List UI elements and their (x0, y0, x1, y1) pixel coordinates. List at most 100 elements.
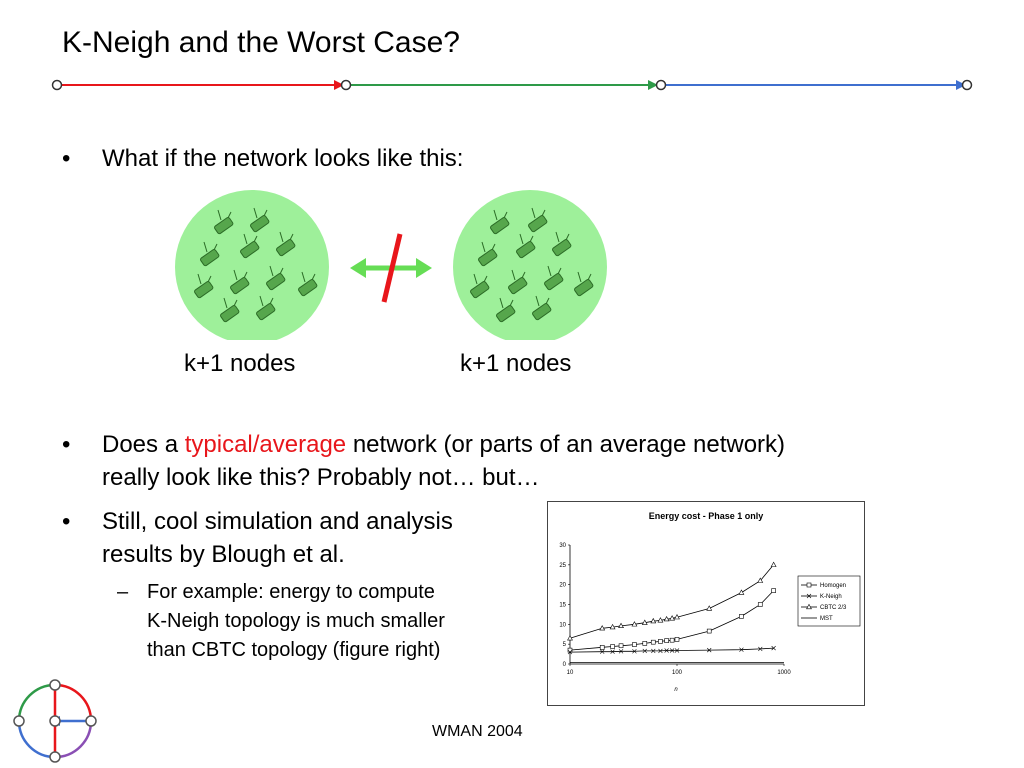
clusters-diagram (175, 190, 607, 340)
logo-node (49, 751, 61, 763)
chart-point (650, 639, 656, 645)
chart-point (631, 621, 638, 627)
header-node (961, 79, 973, 91)
chart-point (669, 615, 676, 621)
arrowhead-red (334, 80, 344, 90)
chart-point (757, 602, 763, 607)
chart-point (806, 593, 812, 599)
chart-point (618, 622, 624, 629)
chart-point (758, 646, 763, 652)
chart-x-tick-label: 10 (567, 670, 574, 676)
chart-y-tick-label: 15 (559, 603, 566, 609)
logo-arc-blue (17, 720, 56, 759)
chart-point (599, 645, 605, 650)
chart-title: Energy cost - Phase 1 only (649, 511, 764, 521)
chart-point (657, 617, 664, 623)
chart-point (663, 615, 670, 622)
chart-point (651, 648, 656, 654)
bullet-marker: • (62, 508, 71, 535)
cluster-right (453, 190, 607, 340)
not-equal-slash-icon (381, 233, 403, 303)
chart-point (771, 645, 776, 651)
logo-node (13, 715, 25, 727)
slide-title: K-Neigh and the Worst Case? (62, 26, 460, 59)
arrowhead-green (648, 80, 658, 90)
sub-bullet-line-1: For example: energy to compute (147, 581, 435, 603)
chart-point (658, 648, 663, 654)
chart-legend-label: MST (820, 616, 833, 622)
sub-bullet-line-2: K-Neigh topology is much smaller (147, 610, 445, 632)
chart-point (669, 648, 675, 653)
chart-point (739, 614, 744, 619)
highlight-typical-average: typical/average (184, 431, 347, 458)
cluster-right-label: k+1 nodes (460, 350, 572, 377)
chart-point (641, 619, 648, 625)
chart-legend-label: CBTC 2/3 (820, 605, 847, 611)
header-divider (51, 79, 973, 91)
chart-x-tick-label: 1000 (777, 670, 791, 676)
chart-x-axis-label: n (674, 687, 678, 693)
chart-point (599, 649, 605, 654)
bullet-1-text: What if the network looks like this: (102, 145, 464, 172)
chart-y-tick-label: 0 (563, 662, 567, 668)
bullet-3-line-2: results by Blough et al. (102, 541, 345, 568)
sub-bullet-line-3: than CBTC topology (figure right) (147, 639, 441, 661)
chart-point (642, 648, 648, 654)
header-node (340, 79, 352, 91)
chart-point (567, 649, 573, 655)
wman-logo (13, 679, 97, 763)
chart-x-tick-label: 100 (672, 670, 683, 676)
chart-point (610, 644, 615, 649)
logo-node (49, 679, 61, 691)
chart-legend-label: K-Neigh (820, 594, 842, 600)
chart-point (738, 589, 745, 595)
chart-point (806, 582, 812, 588)
chart-point (609, 623, 616, 630)
chart-point (642, 641, 648, 646)
chart-point (632, 642, 637, 647)
header-node (655, 79, 667, 91)
bullet-3-line-1: Still, cool simulation and analysis (102, 508, 453, 535)
chart-series-line (569, 564, 774, 639)
chart-point (757, 577, 764, 583)
chart-point (567, 634, 573, 641)
bullet-2-post: network (or parts of an average network) (346, 431, 786, 458)
chart-point (618, 649, 624, 654)
chart-point (650, 617, 657, 624)
chart-point (599, 625, 606, 631)
bullet-marker: • (62, 145, 71, 172)
chart-y-tick-label: 5 (563, 642, 567, 648)
chart-point (664, 638, 669, 643)
bullet-2-line-2: really look like this? Probably not… but… (102, 464, 540, 491)
chart-point (770, 561, 777, 567)
chart-y-tick-label: 30 (559, 543, 566, 549)
chart-point (632, 649, 637, 654)
chart-point (739, 647, 744, 652)
bullet-2-line-1: Does a typical/average network (or parts… (102, 428, 785, 461)
chart-point (658, 639, 663, 644)
arrowhead-blue (956, 80, 966, 90)
sub-bullet-marker: – (117, 581, 129, 603)
chart-point (618, 643, 624, 649)
chart-point (674, 637, 680, 642)
chart-y-tick-label: 10 (559, 622, 566, 628)
chart-point (610, 649, 615, 654)
logo-node (85, 715, 97, 727)
chart-y-tick-label: 25 (559, 563, 566, 569)
logo-arc-purple (54, 720, 93, 759)
bullet-marker: • (62, 431, 71, 458)
cluster-left-label: k+1 nodes (184, 350, 296, 377)
chart-point (669, 637, 675, 643)
chart-point (674, 648, 680, 653)
cluster-left (175, 190, 329, 340)
chart-point (567, 647, 573, 653)
chart-canvas: Energy cost - Phase 1 only 0510152025301… (559, 511, 861, 693)
logo-arc-red (54, 683, 93, 722)
chart-point (706, 647, 712, 653)
chart-point (664, 648, 669, 653)
chart-point (706, 628, 712, 634)
chart-point (706, 605, 713, 611)
chart-point (806, 603, 812, 610)
footer-text: WMAN 2004 (432, 723, 523, 740)
